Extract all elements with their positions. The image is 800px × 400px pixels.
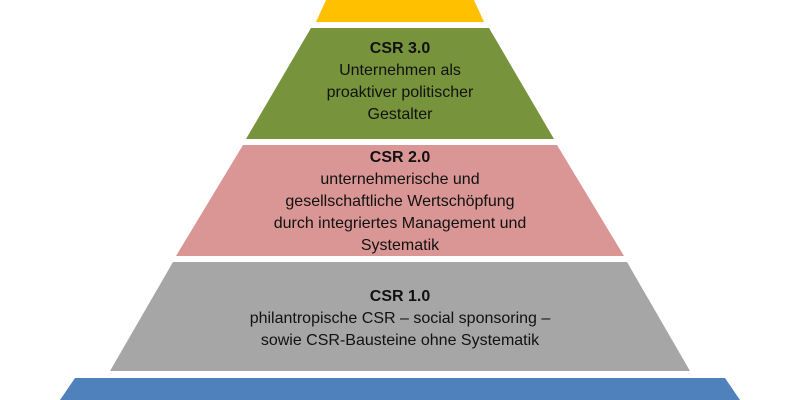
level-csr-2-line-2: gesellschaftliche Wertschöpfung bbox=[285, 193, 515, 210]
level-csr-1-line-2: sowie CSR-Bausteine ohne Systematik bbox=[260, 332, 540, 349]
pyramid-level-csr-1 bbox=[110, 262, 690, 371]
level-csr-2-line-1: unternehmerische und bbox=[320, 171, 480, 188]
level-csr-1-line-1: philantropische CSR – social sponsoring … bbox=[249, 310, 551, 327]
level-csr-2-text: CSR 2.0 unternehmerische und gesellschaf… bbox=[200, 147, 600, 257]
pyramid-level-csr-2 bbox=[176, 145, 624, 256]
pyramid-level-base bbox=[60, 378, 740, 400]
level-csr-2-line-4: Systematik bbox=[360, 237, 440, 254]
level-csr-3-title: CSR 3.0 bbox=[369, 40, 431, 57]
level-csr-3-line-1: Unternehmen als bbox=[339, 62, 461, 79]
level-csr-3-line-2: proaktiver politischer bbox=[326, 84, 474, 101]
pyramid-level-top bbox=[316, 0, 484, 22]
level-csr-1-text: CSR 1.0 philantropische CSR – social spo… bbox=[200, 286, 600, 352]
level-csr-3-text: CSR 3.0 Unternehmen als proaktiver polit… bbox=[250, 38, 550, 126]
level-csr-3-line-3: Gestalter bbox=[367, 106, 433, 123]
level-csr-2-title: CSR 2.0 bbox=[369, 149, 431, 166]
level-csr-2-line-3: durch integriertes Management und bbox=[273, 215, 527, 232]
pyramid-level-csr-3 bbox=[246, 28, 554, 139]
level-csr-1-title: CSR 1.0 bbox=[369, 288, 431, 305]
